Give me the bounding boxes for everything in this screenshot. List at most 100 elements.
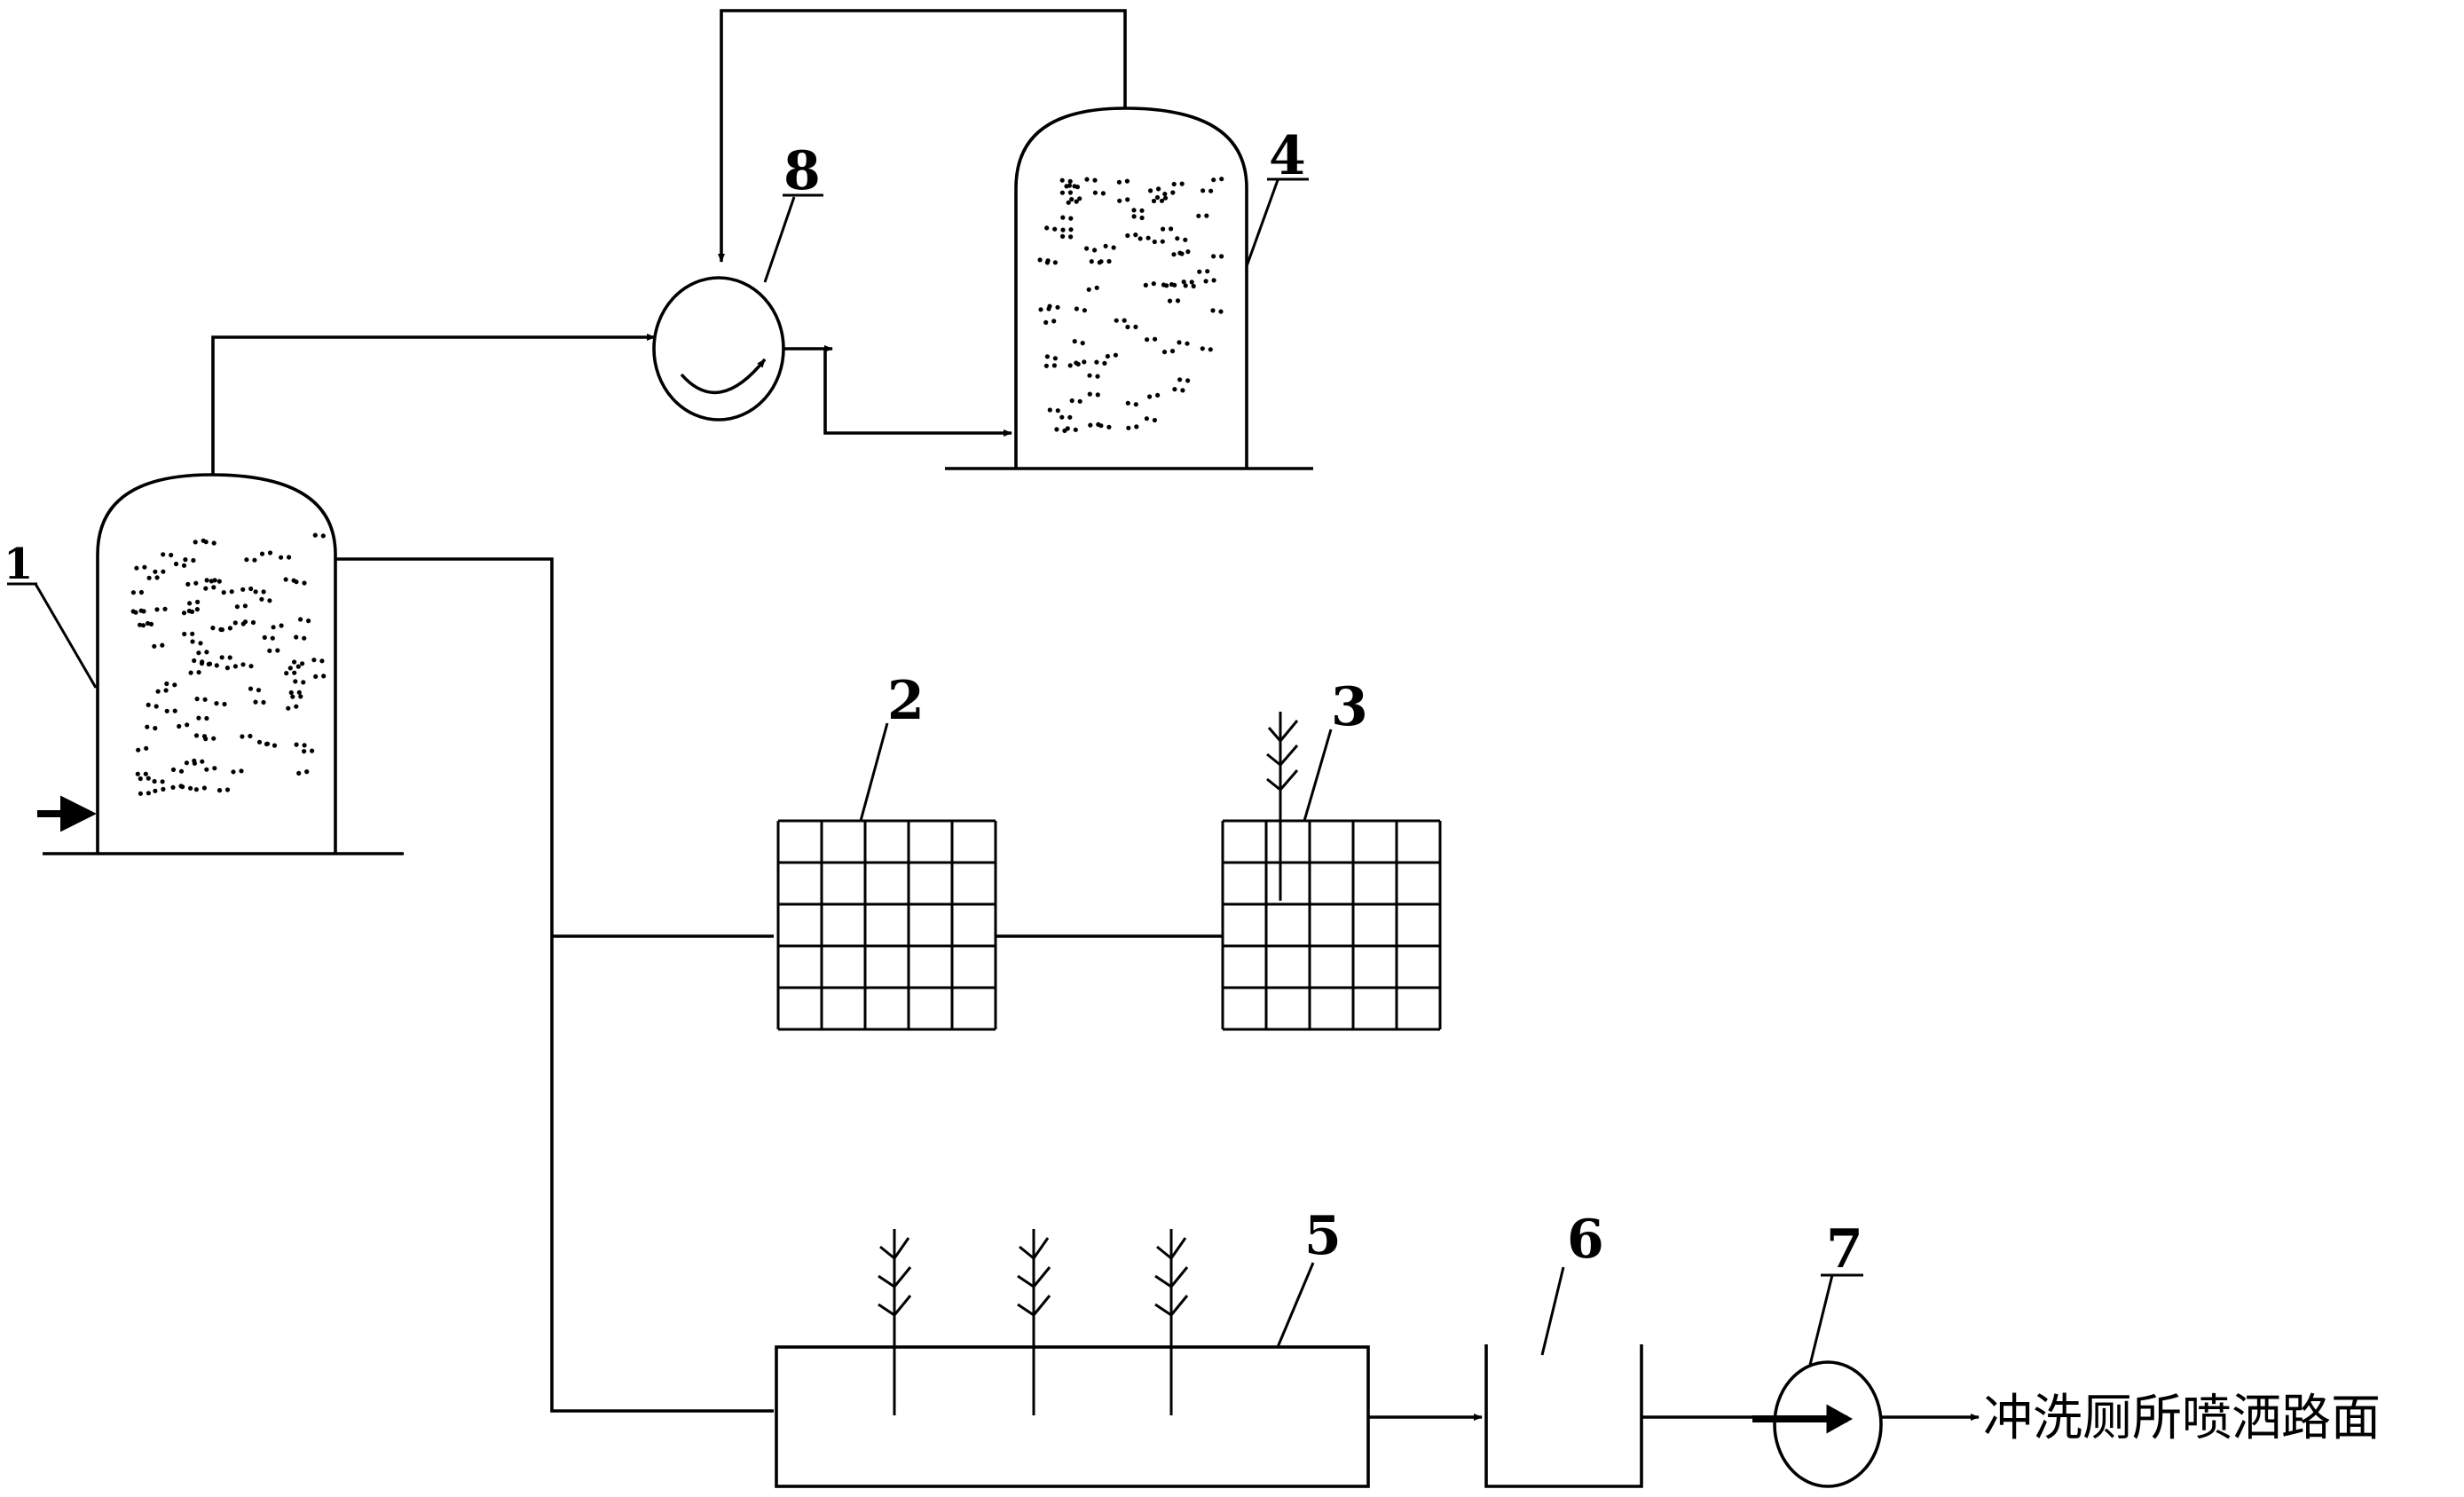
texture-dot (1094, 359, 1099, 365)
texture-dot (1169, 281, 1175, 288)
texture-dot (253, 699, 258, 705)
texture-dot (321, 674, 327, 679)
texture-dot (239, 768, 244, 774)
outlet-caption: 冲洗厕所喷洒路面 (1983, 1390, 2381, 1447)
texture-dot (1211, 254, 1216, 259)
texture-dot (155, 689, 161, 694)
texture-dot (1043, 363, 1049, 368)
texture-dot (1145, 235, 1151, 240)
texture-dot (1219, 254, 1224, 259)
texture-dot (294, 704, 299, 709)
texture-dot (1095, 374, 1100, 379)
texture-dot (1044, 225, 1050, 231)
texture-dot (1125, 324, 1130, 330)
texture-dot (1067, 190, 1073, 195)
texture-dot (261, 699, 266, 705)
texture-dot (1208, 347, 1213, 352)
texture-dot (1060, 227, 1066, 232)
inlet-arrow (37, 795, 97, 832)
texture-dot (1067, 183, 1072, 188)
texture-dot (262, 634, 267, 641)
label-3-leader (1303, 729, 1333, 822)
texture-dot (302, 749, 307, 754)
texture-dot (204, 578, 209, 583)
texture-dot (1200, 346, 1205, 351)
texture-dot (138, 791, 143, 796)
plant-leaves (878, 1237, 912, 1317)
texture-dot (1067, 363, 1073, 368)
texture-dot (1169, 349, 1176, 354)
texture-dot (1210, 308, 1216, 313)
texture-dot (279, 555, 284, 560)
texture-dot (270, 635, 275, 641)
texture-dot (192, 658, 197, 664)
texture-dot (1106, 258, 1112, 264)
texture-dot (1145, 337, 1150, 343)
texture-dot (1069, 197, 1075, 202)
texture-dot (313, 674, 319, 680)
texture-dot (272, 743, 278, 748)
texture-dot (170, 767, 177, 773)
texture-dot (1096, 422, 1101, 427)
texture-dot (1177, 377, 1183, 382)
texture-dot (288, 689, 294, 696)
texture-dot (306, 618, 311, 624)
texture-dot (1068, 216, 1074, 221)
texture-dot (1133, 402, 1138, 407)
texture-dot (293, 679, 298, 684)
texture-dot (1095, 392, 1100, 398)
texture-dot (1208, 188, 1214, 193)
texture-dot (196, 715, 201, 721)
texture-dot (185, 722, 190, 728)
texture-dot (1087, 391, 1092, 397)
texture-dot (1116, 179, 1122, 185)
texture-dot (1105, 353, 1110, 359)
texture-dot (1097, 260, 1102, 265)
texture-dot (1169, 226, 1174, 232)
texture-dot (279, 623, 284, 628)
texture-dot (184, 760, 189, 766)
texture-dot (1052, 260, 1058, 265)
pump-8-rotation-arrow (680, 358, 767, 395)
texture-dot (271, 625, 276, 630)
pipe-pump8-to-tank4 (823, 349, 1012, 437)
texture-dot (196, 670, 201, 675)
texture-dot (1218, 309, 1224, 314)
texture-dot (1055, 304, 1060, 310)
bed-5 (775, 1345, 1370, 1488)
texture-dot (153, 726, 158, 731)
texture-dot (302, 743, 307, 748)
texture-dot (1074, 199, 1079, 204)
texture-dot (1170, 190, 1176, 195)
texture-dot (1139, 208, 1145, 213)
texture-dot (201, 734, 208, 739)
texture-dot (267, 648, 272, 654)
texture-dot (1044, 354, 1050, 359)
texture-dot (216, 788, 223, 793)
tank-4 (945, 106, 1313, 470)
texture-dot (1181, 280, 1186, 285)
texture-dot (146, 791, 151, 796)
texture-dot (182, 631, 187, 637)
texture-dot (1126, 425, 1131, 430)
texture-dot (1089, 259, 1094, 264)
texture-dot (1189, 280, 1194, 285)
texture-dot (161, 786, 166, 792)
texture-dot (292, 659, 297, 665)
texture-dot (301, 680, 306, 685)
texture-dot (1196, 213, 1201, 218)
texture-dot (172, 708, 177, 713)
texture-dot (1069, 398, 1075, 404)
texture-dot (140, 623, 146, 628)
texture-dot (1106, 424, 1112, 429)
texture-dot (138, 776, 143, 782)
texture-dot (135, 771, 140, 776)
texture-dot (1077, 196, 1082, 201)
texture-dot (1067, 414, 1073, 420)
texture-dot (1125, 400, 1130, 406)
tank-1-dot-pattern (130, 532, 327, 796)
texture-dot (198, 641, 203, 646)
texture-dot (219, 627, 224, 633)
texture-dot (1177, 340, 1182, 345)
texture-dot (1185, 341, 1190, 346)
